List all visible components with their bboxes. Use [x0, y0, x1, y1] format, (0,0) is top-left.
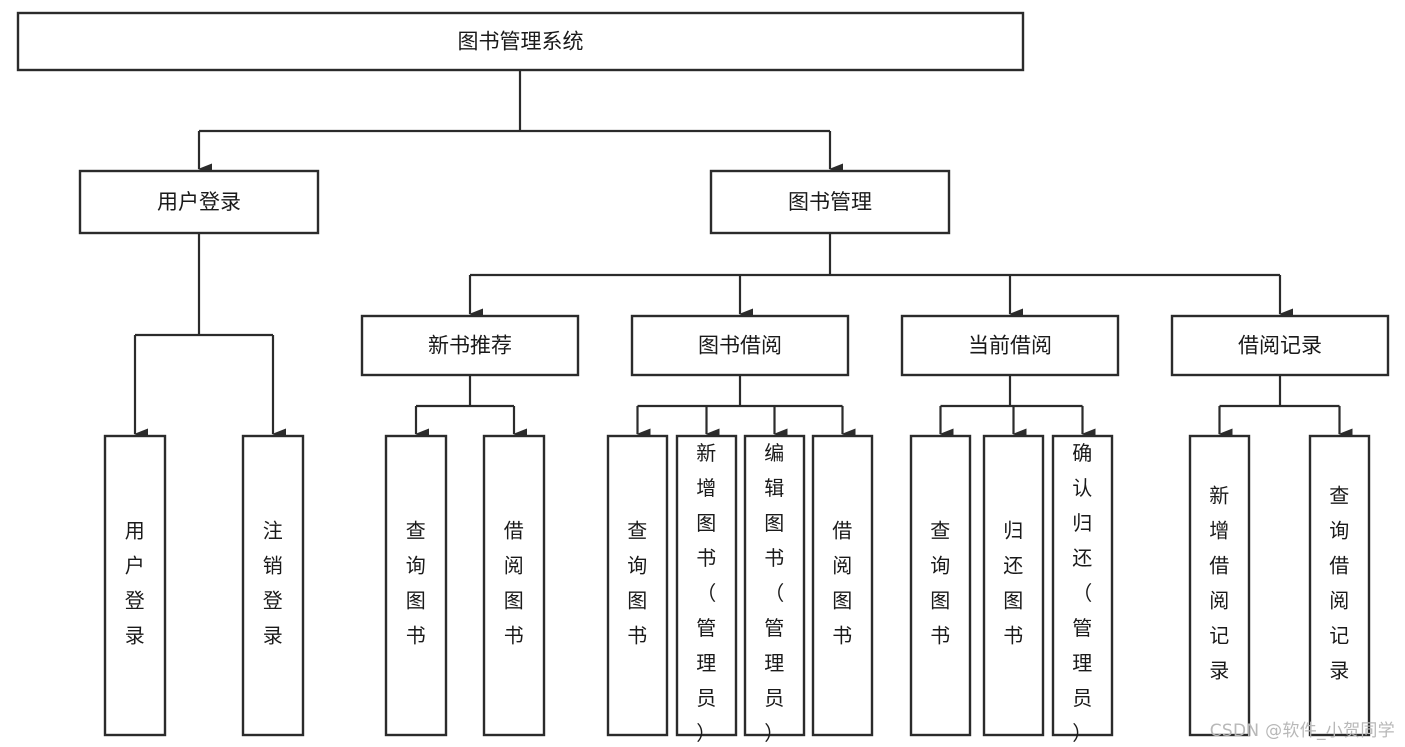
node-box-leaf-add-borrow-record[interactable] [1188, 434, 1251, 737]
node-label-leaf-query-book-current: 查询图书 [930, 518, 951, 647]
node-box-leaf-query-book-current[interactable] [909, 434, 972, 737]
node-leaf-return-book[interactable]: 归还图书 [982, 434, 1045, 737]
node-label-leaf-logout-login: 注销登录 [263, 518, 284, 647]
node-leaf-query-borrow-record[interactable]: 查询借阅记录 [1308, 434, 1371, 737]
node-leaf-add-book-admin[interactable]: 新增图书（管理员） [675, 434, 738, 745]
node-leaf-user-login[interactable]: 用户登录 [103, 434, 167, 737]
node-box-leaf-edit-book-admin[interactable] [743, 434, 806, 737]
node-label-current-borrow: 当前借阅 [968, 334, 1052, 358]
node-box-leaf-query-book-borrow[interactable] [606, 434, 669, 737]
node-leaf-borrow-book[interactable]: 借阅图书 [811, 434, 874, 737]
node-box-user-login[interactable] [78, 169, 320, 235]
node-box-book-management[interactable] [709, 169, 951, 235]
node-label-root: 图书管理系统 [458, 30, 584, 54]
csdn-watermark: CSDN @软件_小贺同学 [1209, 721, 1395, 741]
node-label-leaf-return-book: 归还图书 [1003, 518, 1024, 647]
node-label-user-login: 用户登录 [157, 190, 241, 214]
node-borrow-records[interactable]: 借阅记录 [1170, 314, 1390, 377]
node-leaf-edit-book-admin[interactable]: 编辑图书（管理员） [743, 434, 806, 745]
node-label-leaf-query-book-borrow: 查询图书 [627, 518, 648, 647]
node-box-leaf-query-book-new[interactable] [384, 434, 448, 737]
node-leaf-query-book-borrow[interactable]: 查询图书 [606, 434, 669, 737]
node-leaf-query-book-new[interactable]: 查询图书 [384, 434, 448, 737]
node-box-current-borrow[interactable] [900, 314, 1120, 377]
node-box-leaf-borrow-book-new[interactable] [482, 434, 546, 737]
node-label-leaf-borrow-book-new: 借阅图书 [504, 518, 525, 647]
node-new-book-recommend[interactable]: 新书推荐 [360, 314, 580, 377]
node-label-leaf-borrow-book: 借阅图书 [832, 518, 853, 647]
edge-layer [133, 70, 1353, 440]
node-label-leaf-add-book-admin: 新增图书（管理员） [696, 441, 717, 745]
node-user-login[interactable]: 用户登录 [78, 169, 320, 235]
node-layer: 图书管理系统用户登录图书管理新书推荐图书借阅当前借阅借阅记录用户登录注销登录查询… [16, 11, 1390, 745]
node-box-new-book-recommend[interactable] [360, 314, 580, 377]
node-box-root[interactable] [16, 11, 1025, 72]
node-box-leaf-borrow-book[interactable] [811, 434, 874, 737]
node-box-leaf-query-borrow-record[interactable] [1308, 434, 1371, 737]
node-label-leaf-edit-book-admin: 编辑图书（管理员） [764, 441, 785, 745]
node-label-book-borrow: 图书借阅 [698, 334, 782, 358]
node-book-management[interactable]: 图书管理 [709, 169, 951, 235]
node-book-borrow[interactable]: 图书借阅 [630, 314, 850, 377]
node-box-leaf-return-book[interactable] [982, 434, 1045, 737]
node-label-borrow-records: 借阅记录 [1238, 334, 1322, 358]
node-leaf-add-borrow-record[interactable]: 新增借阅记录 [1188, 434, 1251, 737]
node-label-leaf-add-borrow-record: 新增借阅记录 [1209, 483, 1230, 682]
node-label-leaf-query-book-new: 查询图书 [406, 518, 427, 647]
node-label-new-book-recommend: 新书推荐 [428, 334, 512, 358]
node-leaf-query-book-current[interactable]: 查询图书 [909, 434, 972, 737]
node-box-leaf-logout-login[interactable] [241, 434, 305, 737]
node-root[interactable]: 图书管理系统 [16, 11, 1025, 72]
node-current-borrow[interactable]: 当前借阅 [900, 314, 1120, 377]
node-leaf-confirm-return-admin[interactable]: 确认归还（管理员） [1051, 434, 1114, 745]
node-box-leaf-add-book-admin[interactable] [675, 434, 738, 737]
node-label-book-management: 图书管理 [788, 190, 872, 214]
node-label-leaf-query-borrow-record: 查询借阅记录 [1329, 483, 1350, 682]
node-leaf-borrow-book-new[interactable]: 借阅图书 [482, 434, 546, 737]
node-box-leaf-confirm-return-admin[interactable] [1051, 434, 1114, 737]
node-leaf-logout-login[interactable]: 注销登录 [241, 434, 305, 737]
node-box-borrow-records[interactable] [1170, 314, 1390, 377]
node-box-leaf-user-login[interactable] [103, 434, 167, 737]
node-label-leaf-confirm-return-admin: 确认归还（管理员） [1072, 441, 1093, 745]
node-label-leaf-user-login: 用户登录 [125, 518, 146, 647]
node-box-book-borrow[interactable] [630, 314, 850, 377]
